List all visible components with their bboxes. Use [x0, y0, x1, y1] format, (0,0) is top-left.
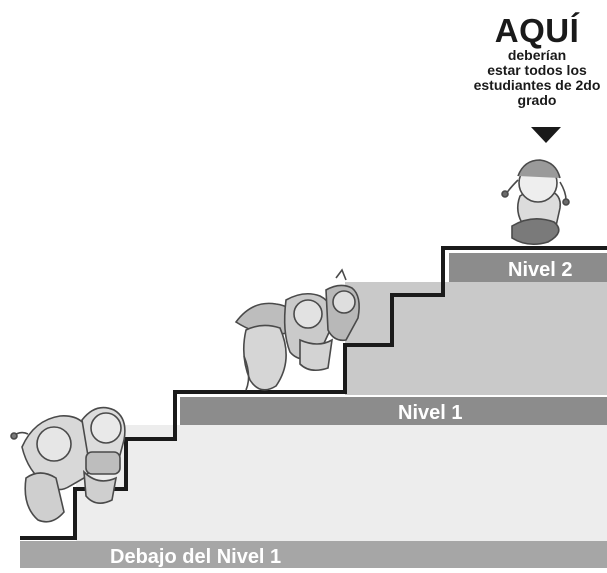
girl-at-top-illustration: [501, 159, 570, 246]
stair-outline: [20, 246, 607, 540]
three-children-climbing-illustration: [234, 268, 360, 391]
callout-body: deberían estar todos los estudiantes de …: [458, 48, 607, 108]
zone-below-level-1: [76, 425, 607, 543]
band-level-1: [180, 397, 607, 425]
callout-line: estudiantes de 2do: [473, 77, 601, 93]
band-label-level-2: Nivel 2: [508, 259, 572, 281]
two-children-climbing-illustration: [10, 406, 126, 523]
down-triangle-icon: [531, 127, 561, 143]
zone-level-1: [345, 282, 607, 395]
callout-line: estar todos los: [487, 62, 587, 78]
callout: AQUÍ deberían estar todos los estudiante…: [458, 14, 607, 108]
callout-line: deberían: [507, 47, 567, 63]
callout-line: grado: [517, 92, 557, 108]
band-below-level-1: [20, 541, 607, 568]
band-label-below-level-1: Debajo del Nivel 1: [110, 546, 281, 568]
band-label-level-1: Nivel 1: [398, 402, 462, 424]
callout-title: AQUÍ: [494, 12, 580, 49]
band-level-2: [449, 253, 607, 282]
